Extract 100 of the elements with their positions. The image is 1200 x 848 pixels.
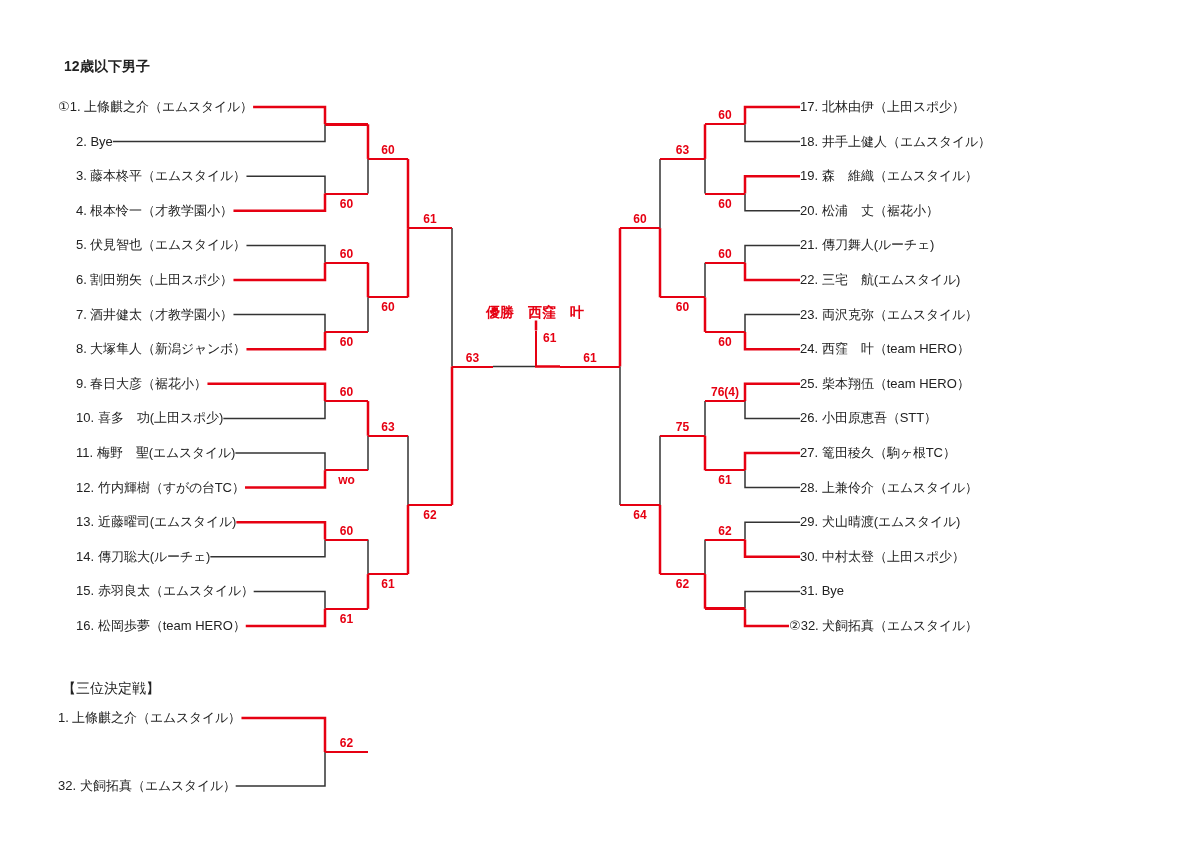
bracket-line xyxy=(367,296,369,333)
bracket-line xyxy=(744,244,801,264)
player-entry: 30. 中村太登（上田スポ少） xyxy=(800,546,965,567)
bracket-line xyxy=(234,751,326,787)
bracket-line xyxy=(533,365,560,368)
bracket-line xyxy=(451,227,453,368)
bracket-line xyxy=(658,228,662,299)
title: 12歳以下男子 xyxy=(64,58,150,76)
match-score: 60 xyxy=(325,385,368,403)
bracket-line xyxy=(618,226,622,367)
bracket-line xyxy=(703,435,707,472)
bracket-line xyxy=(743,539,800,559)
bracket-line xyxy=(658,504,662,576)
bracket-line xyxy=(366,574,370,610)
bracket-line xyxy=(366,261,370,298)
bracket-line xyxy=(659,434,661,506)
player-entry: 21. 傳刀舞人(ルーチェ) xyxy=(800,235,935,256)
player-entry: 16. 松岡歩夢（team HERO） xyxy=(76,616,246,636)
player-entry: 15. 赤羽良太（エムスタイル） xyxy=(76,581,254,602)
bracket-line xyxy=(744,400,801,420)
bracket-line xyxy=(112,123,326,143)
match-score: 60 xyxy=(325,523,368,541)
bracket-line xyxy=(233,262,327,282)
match-score: 60 xyxy=(705,108,745,126)
bracket-line xyxy=(450,366,454,507)
bracket-line xyxy=(367,434,369,472)
bracket-line xyxy=(245,244,326,264)
bracket-line xyxy=(744,590,801,610)
bracket-line xyxy=(619,365,621,506)
player-entry: 31. Bye xyxy=(800,581,845,602)
match-score: 60 xyxy=(660,296,705,314)
match-score: 76(4) xyxy=(705,385,745,403)
bracket-line xyxy=(222,400,326,420)
bracket-line xyxy=(704,400,706,437)
player-entry: 27. 篭田稜久（駒ヶ根TC） xyxy=(800,443,956,463)
bracket-line xyxy=(406,157,410,229)
player-entry: 11. 梅野 聖(エムスタイル) xyxy=(76,443,236,463)
match-score: 61 xyxy=(560,350,620,368)
bracket-line xyxy=(705,607,745,610)
player-entry: 22. 三宅 航(エムスタイル) xyxy=(800,270,961,290)
player-entry: 24. 西窪 叶（team HERO） xyxy=(800,339,970,360)
bracket-line xyxy=(252,590,326,610)
player-entry: 3. 藤本柊平（エムスタイル） xyxy=(76,166,247,187)
bracket-line xyxy=(744,313,801,333)
bracket-line xyxy=(245,175,326,195)
player-entry: 18. 井手上健人（エムスタイル） xyxy=(800,131,991,152)
bracket-line xyxy=(704,158,706,195)
player-entry: 23. 両沢克弥（エムスタイル） xyxy=(800,304,978,325)
bracket-line xyxy=(744,469,801,489)
match-score: 61 xyxy=(535,330,559,367)
bracket-line xyxy=(743,608,789,628)
match-score: 61 xyxy=(408,212,452,230)
player-entry: 4. 根本怜一（才教学園小） xyxy=(76,200,234,221)
player-entry: 32. 犬飼拓真（エムスタイル） xyxy=(58,776,236,796)
bracket-line xyxy=(406,228,410,299)
match-score: 63 xyxy=(368,419,408,437)
bracket-line xyxy=(744,192,801,212)
player-entry: 17. 北林由伊（上田スポ少） xyxy=(800,97,965,117)
bracket-line xyxy=(406,504,410,576)
player-entry: 26. 小田原恵吾（STT） xyxy=(800,408,938,429)
bracket-line xyxy=(743,174,800,194)
player-entry: 25. 柴本翔伍（team HERO） xyxy=(800,373,970,394)
bracket-line xyxy=(367,158,369,195)
bracket-line xyxy=(367,538,369,575)
match-score: 62 xyxy=(408,503,452,521)
player-entry: 8. 大塚隼人（新潟ジャンボ） xyxy=(76,339,247,360)
bracket-line xyxy=(743,262,800,282)
bracket-line xyxy=(704,538,706,575)
bracket-line xyxy=(703,123,707,159)
bracket-line xyxy=(246,331,327,351)
match-score: 62 xyxy=(705,523,745,541)
bracket-line xyxy=(492,365,536,368)
player-entry: 12. 竹内輝樹（すがの台TC） xyxy=(76,477,245,498)
bracket-line xyxy=(366,399,370,436)
player-entry: 6. 割田朔矢（上田スポ少） xyxy=(76,270,234,290)
bracket-line xyxy=(743,331,800,351)
bracket-line xyxy=(744,123,801,143)
match-score: 60 xyxy=(620,212,660,230)
match-score: 61 xyxy=(368,573,408,591)
bracket-line xyxy=(245,470,327,489)
bracket-line xyxy=(241,716,327,752)
bracket-line xyxy=(534,320,538,332)
bracket-line xyxy=(366,123,370,159)
player-entry: ①1. 上條麒之介（エムスタイル） xyxy=(58,97,254,117)
match-score: wo xyxy=(325,469,368,487)
player-entry: 10. 喜多 功(上田スポ少) xyxy=(76,408,224,429)
bracket-line xyxy=(236,520,327,540)
bracket-line xyxy=(207,382,327,402)
bracket-line xyxy=(744,521,801,541)
bracket-line xyxy=(743,105,800,125)
match-score: 60 xyxy=(325,192,368,210)
player-entry: 7. 酒井健太（才教学園小） xyxy=(76,304,234,325)
match-score: 75 xyxy=(660,419,705,437)
section-heading: 【三位決定戦】 xyxy=(62,680,160,698)
match-score: 63 xyxy=(660,142,705,160)
bracket-line xyxy=(209,538,326,558)
match-score: 63 xyxy=(452,350,493,368)
player-entry: 28. 上兼伶介（エムスタイル） xyxy=(800,477,978,498)
match-score: 64 xyxy=(620,503,660,521)
bracket-line xyxy=(325,123,368,126)
